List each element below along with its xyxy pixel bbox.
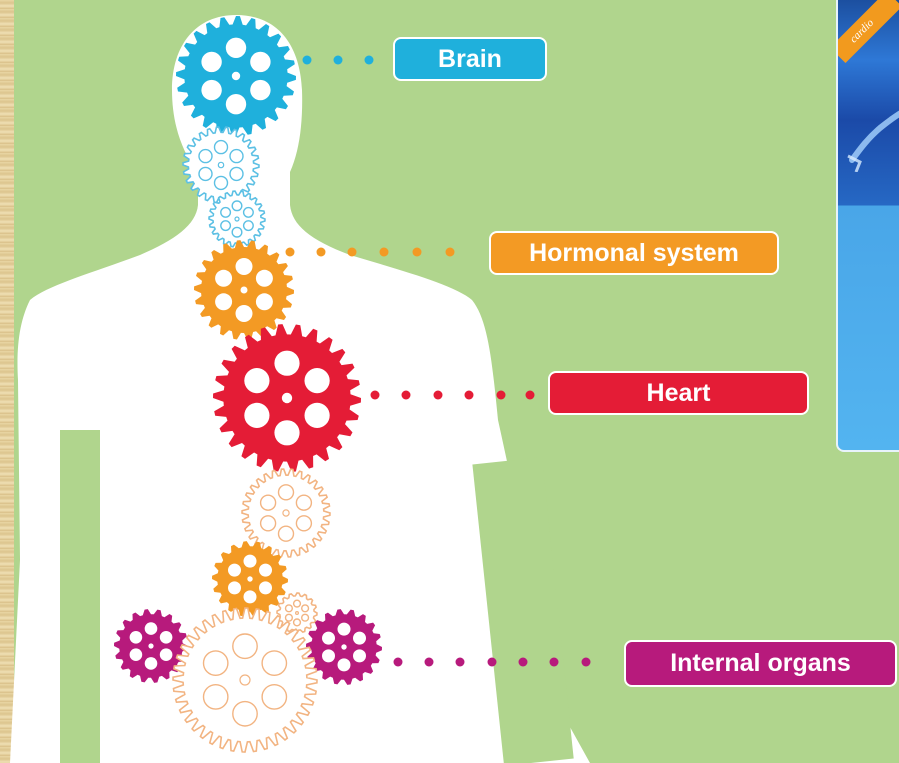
corner-ribbon: cardio bbox=[836, 0, 899, 63]
corner-ribbon-text: cardio bbox=[836, 0, 899, 63]
internal-organs-label: Internal organs bbox=[624, 640, 897, 687]
organs-connector-dot bbox=[425, 658, 434, 667]
hormonal-connector-dot bbox=[413, 248, 422, 257]
organs-connector-dot bbox=[394, 658, 403, 667]
hormonal-system-label: Hormonal system bbox=[489, 231, 779, 275]
organs-connector-dot bbox=[456, 658, 465, 667]
organs-connector-dot bbox=[519, 658, 528, 667]
brain-connector-dot bbox=[334, 56, 343, 65]
organs-connector-dot bbox=[488, 658, 497, 667]
pelvis-outline-gear bbox=[173, 608, 317, 752]
hormonal-connector-dot bbox=[348, 248, 357, 257]
heart-connector-dot bbox=[371, 391, 380, 400]
hormonal-connector-dot bbox=[286, 248, 295, 257]
brain-label: Brain bbox=[393, 37, 547, 81]
organs-connector-dot bbox=[550, 658, 559, 667]
brain-connector-dot bbox=[365, 56, 374, 65]
heart-connector-dot bbox=[434, 391, 443, 400]
xray-bone-image bbox=[846, 92, 899, 172]
brain-connector-dot bbox=[303, 56, 312, 65]
heart-connector-dot bbox=[465, 391, 474, 400]
hormonal-connector-dot bbox=[317, 248, 326, 257]
heart-connector-dot bbox=[526, 391, 535, 400]
hormonal-connector-dot bbox=[380, 248, 389, 257]
left-arm-gap bbox=[60, 430, 100, 763]
heart-connector-dot bbox=[402, 391, 411, 400]
heart-label: Heart bbox=[548, 371, 809, 415]
heart-connector-dot bbox=[497, 391, 506, 400]
brain-connector bbox=[303, 56, 374, 65]
organs-connector-dot bbox=[582, 658, 591, 667]
hormonal-connector-dot bbox=[446, 248, 455, 257]
inset-image-panel: cardio bbox=[836, 0, 899, 452]
brain-gear bbox=[176, 16, 296, 136]
